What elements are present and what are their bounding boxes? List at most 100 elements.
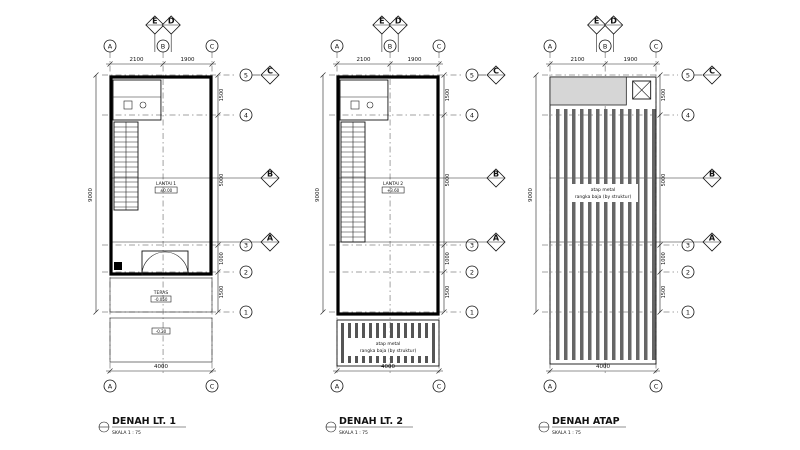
section-diamond-label: B [267,170,273,179]
grid-bubble-label: 1 [686,308,690,316]
grid-bubble-col-C-bottom: C [649,379,663,393]
grid-bubble-col-A-bottom: A [543,379,557,393]
grid-bubble-label: B [161,42,165,50]
front-doors [141,250,189,276]
dimension-tick [215,72,221,78]
roof-rib [588,109,592,360]
grid-bubble-label: A [108,42,113,50]
dimension-text-top-right: 1900 [408,57,422,63]
section-marker-E: E [372,15,392,35]
roof-rib [556,109,560,360]
grid-bubble-label: 3 [470,241,474,249]
grid-bubble-circle [649,379,663,393]
grid-bubble-label: A [548,382,553,390]
sink-symbol [366,101,374,109]
grid-bubble-circle [205,379,219,393]
grid-bubble-col-A-bottom: A [330,379,344,393]
terrace-elevation: -0.050 [155,297,168,302]
section-diamond-label: E [152,17,157,26]
grid-bubble-circle [649,39,663,53]
dimension-text-top-left: 2100 [130,57,144,63]
dimension-text-top-left: 2100 [571,57,585,63]
grid-bubble-circle [383,39,397,53]
door-swing-right [164,251,189,276]
dimension-tick [533,72,539,78]
grid-bubble-row-3: 3 [465,238,479,252]
section-diamond-label: B [709,170,715,179]
dimension-text-side: 5000 [445,174,451,187]
dimension-tick [441,72,447,78]
terrace-label: TERAS [153,290,169,296]
toilet-symbol [350,100,360,110]
grid-bubble-circle [239,305,253,319]
grid-bubble-circle [465,305,479,319]
note-backdrop [347,338,429,356]
grid-bubble-circle [330,379,344,393]
grid-bubble-circle [681,265,695,279]
section-marker-E: E [587,15,607,35]
dimension-tick [653,368,659,374]
dimension-text-side: 5000 [219,174,225,187]
plan-title: DENAH ATAP [552,416,620,427]
grid-bubble-row-5: 5 [681,68,695,82]
roof-note-1: atap metal [376,341,401,347]
front-elevation: -0.20 [156,329,167,334]
section-marker-B: B [702,168,722,188]
terrace-elev-tag [150,295,172,303]
section-diamond-label: E [379,17,384,26]
grid-bubble-circle [103,379,117,393]
dimension-text-side: 1000 [219,252,225,265]
grid-bubble-circle [239,108,253,122]
dimension-tick [387,61,393,67]
roof-rib [644,109,648,360]
grid-bubble-col-C-top: C [432,39,446,53]
roof-rib [636,109,640,360]
grid-bubble-row-4: 4 [681,108,695,122]
grid-bubble-label: 5 [686,71,690,79]
plan-scale: SKALA 1 : 75 [552,430,581,436]
roof-rib [341,323,344,363]
grid-bubble-circle [465,265,479,279]
front-yard [109,317,213,363]
section-marker-A: A [260,232,280,252]
dimension-tick [657,309,663,315]
grid-bubble-row-3: 3 [239,238,253,252]
plan-scale: SKALA 1 : 75 [112,430,141,436]
roof-rib [564,109,568,360]
dimension-text-top-right: 1900 [624,57,638,63]
canopy-roof [336,319,440,367]
grid-bubble-label: 5 [244,71,248,79]
dimension-tick [441,242,447,248]
grid-bubble-row-4: 4 [239,108,253,122]
grid-bubble-row-5: 5 [465,68,479,82]
grid-bubble-row-3: 3 [681,238,695,252]
dimension-tick [436,61,442,67]
grid-bubble-label: A [548,42,553,50]
grid-bubble-label: 2 [686,268,690,276]
plan-title: DENAH LT. 1 [112,416,176,427]
grid-bubble-circle [543,39,557,53]
dimension-tick [657,72,663,78]
dimension-text-side: 1500 [445,89,451,102]
dimension-tick [215,309,221,315]
grid-bubble-col-C-bottom: C [205,379,219,393]
section-marker-D: D [388,15,408,35]
grid-bubble-col-C-top: C [205,39,219,53]
grid-bubble-circle [239,265,253,279]
roof-rib [604,109,608,360]
dimension-tick [441,112,447,118]
grid-bubble-circle [465,108,479,122]
dimension-tick [441,269,447,275]
dimension-tick [602,61,608,67]
grid-bubble-label: A [335,382,340,390]
elevation-tag [154,186,178,194]
section-marker-B: B [260,168,280,188]
grid-bubble-row-2: 2 [681,265,695,279]
grid-bubble-row-1: 1 [681,305,695,319]
section-diamond-label: B [493,170,499,179]
dimension-tick [653,61,659,67]
section-diamond-label: D [395,17,402,26]
roof-note-1: atap metal [591,187,616,193]
section-marker-E: E [145,15,165,35]
